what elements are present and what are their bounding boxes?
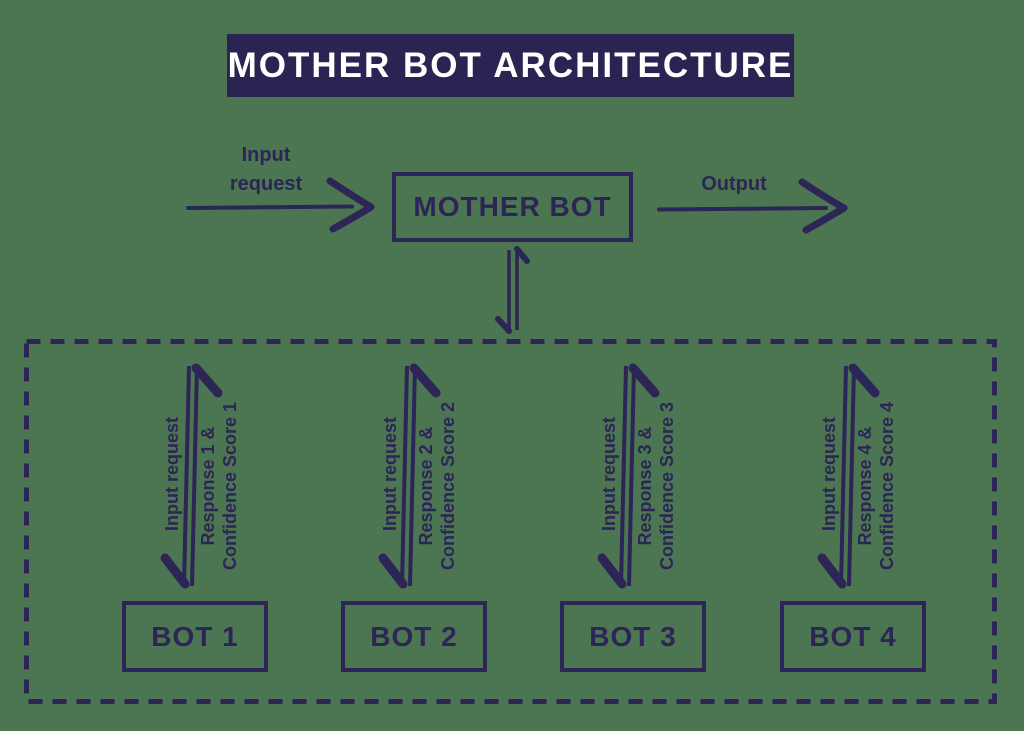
bot1-response-line2: Confidence Score 1 — [220, 401, 240, 571]
bot3-response-line2: Confidence Score 3 — [657, 401, 677, 571]
bot3-response-line1: Response 3 & — [635, 426, 655, 546]
output-label: Output — [701, 173, 767, 195]
bot2-response-line2: Confidence Score 2 — [438, 401, 458, 571]
bot2-input-request-label: Input request — [380, 417, 400, 532]
bot4-response-line1: Response 4 & — [855, 426, 875, 546]
bot3-response-label: Response 3 & Confidence Score 3 — [634, 386, 678, 586]
bot1-node: BOT 1 — [122, 601, 268, 672]
input-request-label: Input request — [229, 144, 303, 195]
mother-bot-node: MOTHER BOT — [392, 172, 633, 242]
bot3-node: BOT 3 — [560, 601, 706, 672]
bot3-label: BOT 3 — [589, 620, 677, 652]
bot2-label: BOT 2 — [370, 620, 458, 652]
page-title: MOTHER BOT ARCHITECTURE — [227, 45, 794, 85]
title-banner: MOTHER BOT ARCHITECTURE — [227, 34, 794, 97]
mother-bot-label: MOTHER BOT — [413, 191, 612, 222]
bot3-input-request-label: Input request — [599, 417, 619, 532]
bot1-input-request-label: Input request — [162, 417, 182, 532]
bot1-label: BOT 1 — [151, 620, 239, 652]
bot4-node: BOT 4 — [780, 601, 926, 672]
bot2-node: BOT 2 — [341, 601, 487, 672]
mother-bots-double-arrow — [495, 246, 530, 334]
bot2-response-label: Response 2 & Confidence Score 2 — [415, 386, 459, 586]
bot1-response-label: Response 1 & Confidence Score 1 — [197, 386, 241, 586]
bot4-label: BOT 4 — [809, 620, 897, 652]
bot4-response-line2: Confidence Score 4 — [877, 401, 897, 571]
bot1-response-line1: Response 1 & — [198, 426, 218, 546]
bot4-response-label: Response 4 & Confidence Score 4 — [854, 386, 898, 586]
bot4-input-request-label: Input request — [819, 417, 839, 532]
bot2-response-line1: Response 2 & — [416, 426, 436, 546]
